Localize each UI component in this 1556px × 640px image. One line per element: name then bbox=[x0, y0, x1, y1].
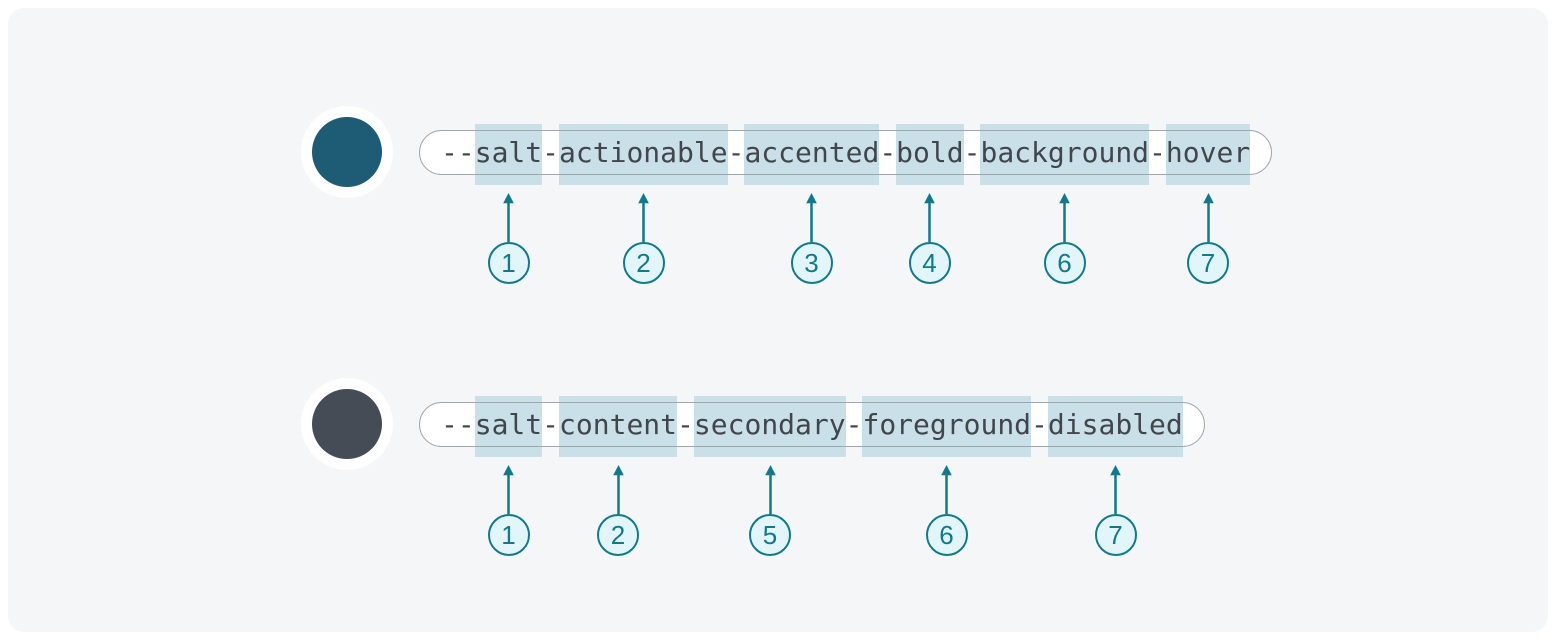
segment-callout-2: 2 bbox=[622, 193, 665, 284]
token-segment-highlighted: accented bbox=[744, 124, 880, 185]
segment-callout-6: 6 bbox=[925, 465, 968, 556]
token-segment: - bbox=[963, 136, 981, 169]
token-row-actionable: --salt-actionable-accented-bold-backgrou… bbox=[8, 106, 1548, 316]
token-segment-highlighted: background bbox=[980, 124, 1150, 185]
token-row-content: --salt-content-secondary-foreground-disa… bbox=[8, 378, 1548, 588]
token-pill: --salt-actionable-accented-bold-backgrou… bbox=[419, 124, 1273, 185]
number-badge: 7 bbox=[1094, 514, 1137, 556]
token-segment-highlighted: hover bbox=[1165, 124, 1251, 185]
number-badge: 4 bbox=[908, 242, 951, 284]
segment-callout-1: 1 bbox=[487, 465, 530, 556]
arrow-up-icon bbox=[612, 465, 624, 514]
number-badge: 6 bbox=[925, 514, 968, 556]
token-segment: -- bbox=[441, 408, 475, 441]
arrow-up-icon bbox=[503, 465, 514, 514]
number-badge: 3 bbox=[790, 242, 833, 284]
number-badge: 5 bbox=[749, 514, 791, 556]
token-segment: -- bbox=[441, 136, 475, 169]
token-segment: - bbox=[1031, 408, 1048, 441]
swatch-color-circle bbox=[312, 389, 382, 459]
token-segment-highlighted: actionable bbox=[559, 124, 728, 185]
arrow-up-icon bbox=[924, 193, 935, 242]
number-badge: 1 bbox=[487, 514, 530, 556]
number-badge: 7 bbox=[1187, 242, 1229, 284]
segment-callout-7: 7 bbox=[1094, 465, 1137, 556]
token-segment-highlighted: salt bbox=[474, 396, 543, 457]
arrow-up-icon bbox=[806, 193, 817, 242]
arrow-up-icon bbox=[1202, 193, 1214, 242]
token-segment-highlighted: content bbox=[559, 396, 678, 457]
token-segment: - bbox=[542, 408, 560, 441]
diagram-panel: --salt-actionable-accented-bold-backgrou… bbox=[8, 8, 1548, 632]
token-segment-highlighted: foreground bbox=[862, 396, 1032, 457]
token-segment: - bbox=[542, 136, 560, 169]
arrow-up-icon bbox=[764, 465, 776, 514]
arrow-up-icon bbox=[1059, 193, 1070, 242]
token-segment: - bbox=[677, 408, 694, 441]
segment-callout-5: 5 bbox=[749, 465, 791, 556]
token-segment-highlighted: disabled bbox=[1047, 396, 1183, 457]
color-swatch bbox=[301, 378, 393, 470]
swatch-color-circle bbox=[312, 117, 382, 187]
segment-callout-1: 1 bbox=[487, 193, 530, 284]
arrow-up-icon bbox=[1110, 465, 1121, 514]
token-segment-highlighted: salt bbox=[474, 124, 543, 185]
number-badge: 1 bbox=[487, 242, 530, 284]
color-swatch bbox=[301, 106, 393, 198]
token-segment-highlighted: secondary bbox=[693, 396, 846, 457]
segment-callout-6: 6 bbox=[1043, 193, 1086, 284]
segment-callout-3: 3 bbox=[790, 193, 833, 284]
number-badge: 2 bbox=[622, 242, 665, 284]
arrow-up-icon bbox=[941, 465, 952, 514]
token-segment: - bbox=[879, 136, 897, 169]
arrow-up-icon bbox=[503, 193, 514, 242]
token-segment: - bbox=[1149, 136, 1166, 169]
token-segment: - bbox=[727, 136, 745, 169]
token-segment-highlighted: bold bbox=[896, 124, 965, 185]
number-badge: 6 bbox=[1043, 242, 1086, 284]
arrow-up-icon bbox=[638, 193, 649, 242]
segment-callout-4: 4 bbox=[908, 193, 951, 284]
token-pill: --salt-content-secondary-foreground-disa… bbox=[419, 396, 1205, 457]
token-segment: - bbox=[845, 408, 863, 441]
segment-callout-7: 7 bbox=[1187, 193, 1229, 284]
segment-callout-2: 2 bbox=[597, 465, 639, 556]
number-badge: 2 bbox=[597, 514, 639, 556]
